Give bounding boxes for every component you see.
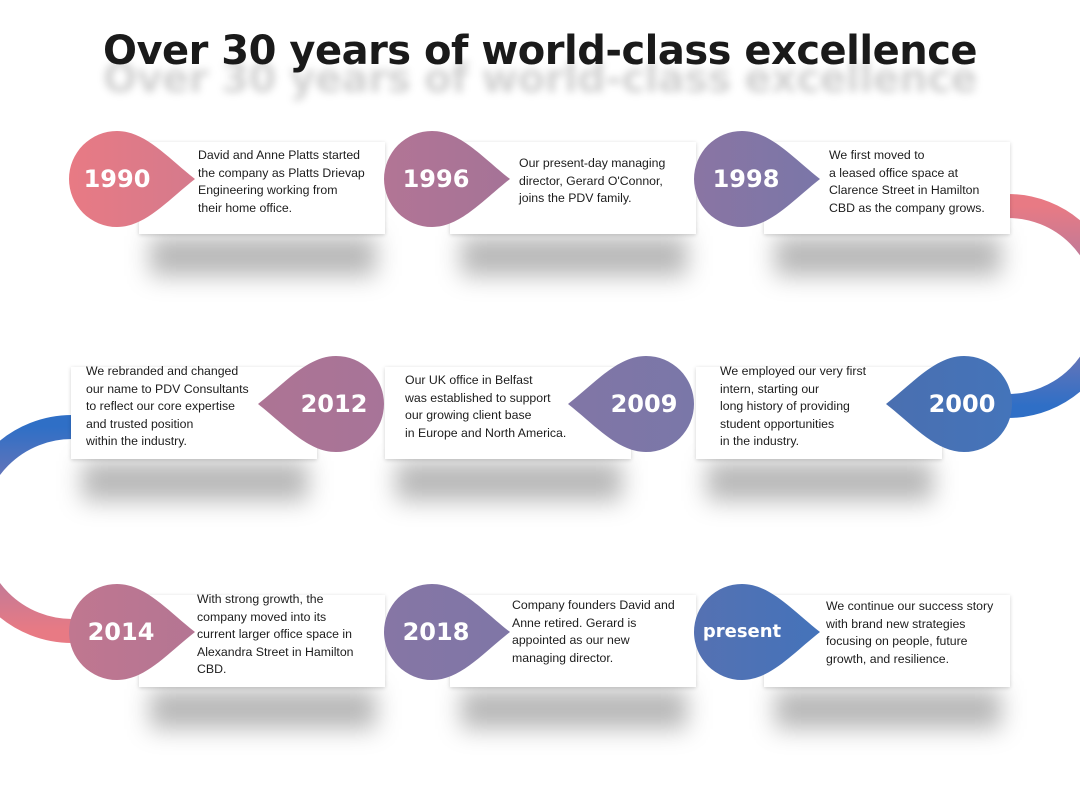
milestone-year: 2000: [928, 390, 996, 418]
milestone-card-2018: Company founders David and Anne retired.…: [450, 595, 696, 687]
milestone-description: Our UK office in Belfast was established…: [405, 373, 567, 440]
milestone-drop-2000: 2000: [886, 356, 1012, 452]
milestone-year: 2018: [402, 618, 470, 646]
milestone-description: Company founders David and Anne retired.…: [512, 598, 675, 665]
right-connector-arc: [1007, 194, 1080, 418]
milestone-drop-2012: 2012: [258, 356, 384, 452]
drop-shape: [258, 356, 384, 452]
milestone-drop-1998: 1998: [694, 131, 820, 227]
card-shadow: [82, 461, 308, 501]
milestone-description: We employed our very first intern, start…: [720, 364, 867, 449]
drop-shape: [694, 584, 820, 680]
milestone-year: present: [702, 621, 782, 642]
page-title-reflection: Over 30 years of world-class excellence: [102, 56, 978, 102]
milestone-drop-2018: 2018: [384, 584, 510, 680]
drop-shape: [69, 584, 195, 680]
milestone-year: 1998: [712, 165, 780, 193]
card-shadow: [396, 461, 622, 501]
milestone-drop-2014: 2014: [69, 584, 195, 680]
milestone-description: Our present-day managing director, Gerar…: [519, 156, 666, 206]
milestone-year: 2012: [300, 390, 368, 418]
milestone-drop-2009: 2009: [568, 356, 694, 452]
drop-shape: [694, 131, 820, 227]
milestone-drop-1990: 1990: [69, 131, 195, 227]
milestone-description: We continue our success story with brand…: [826, 599, 994, 666]
card-shadow: [775, 236, 1001, 276]
page-title: Over 30 years of world-class excellence: [102, 28, 978, 74]
card-shadow: [461, 236, 687, 276]
card-shadow: [461, 689, 687, 729]
milestone-description: We first moved to a leased office space …: [829, 148, 985, 215]
milestone-card-2000: We employed our very first intern, start…: [696, 364, 942, 459]
milestone-drop-1996: 1996: [384, 131, 510, 227]
card-shadow: [150, 689, 376, 729]
drop-shape: [384, 131, 510, 227]
milestone-year: 1990: [83, 165, 151, 193]
milestone-card-2009: Our UK office in Belfast was established…: [385, 367, 631, 459]
milestone-year: 2014: [87, 618, 155, 646]
card-shadow: [150, 236, 376, 276]
milestone-drop-present: present: [694, 584, 820, 680]
card-shadow: [775, 689, 1001, 729]
milestone-card-1990: David and Anne Platts started the compan…: [139, 142, 385, 234]
drop-shape: [568, 356, 694, 452]
milestone-description: With strong growth, the company moved in…: [197, 592, 354, 677]
milestone-year: 1996: [402, 165, 470, 193]
milestone-description: We rebranded and changed our name to PDV…: [86, 364, 249, 449]
milestone-year: 2009: [610, 390, 678, 418]
drop-shape: [886, 356, 1012, 452]
card-shadow: [707, 461, 933, 501]
drop-shape: [384, 584, 510, 680]
left-connector-arc: [0, 415, 73, 643]
drop-shape: [69, 131, 195, 227]
milestone-description: David and Anne Platts started the compan…: [198, 148, 365, 215]
